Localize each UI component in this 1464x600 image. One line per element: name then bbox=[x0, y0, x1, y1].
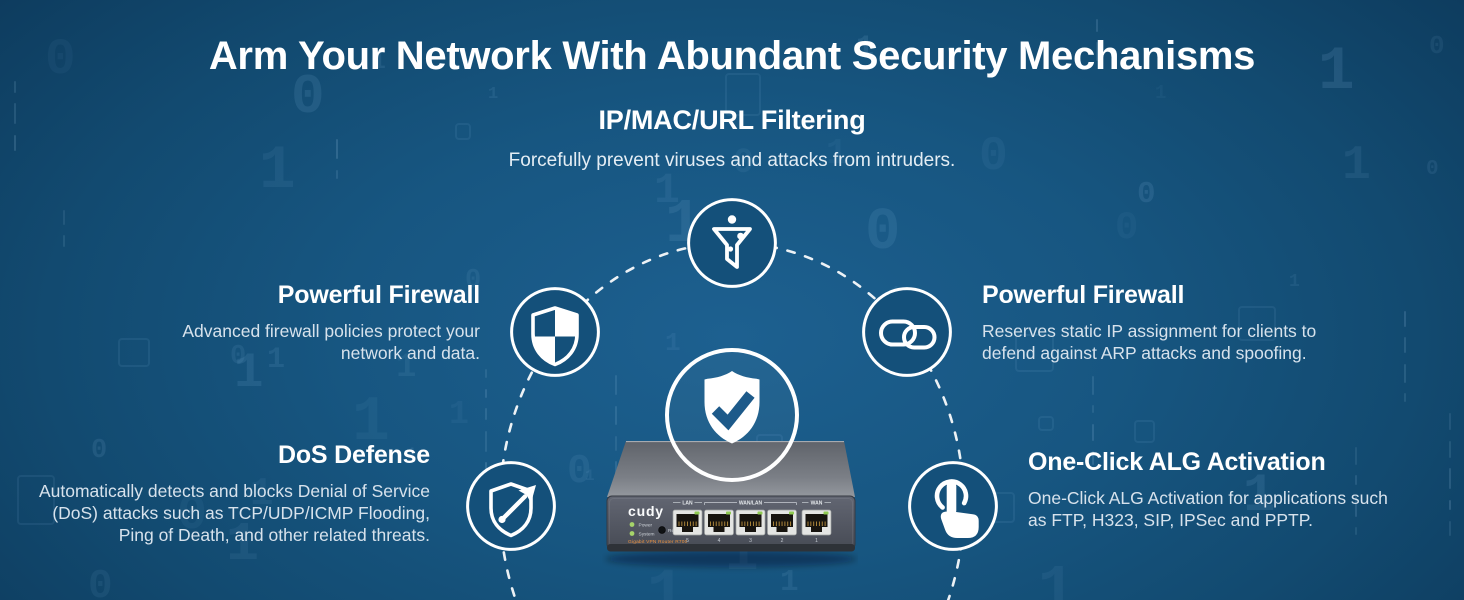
system-led-label: System bbox=[639, 532, 655, 538]
feature-filtering-description: Forcefully prevent viruses and attacks f… bbox=[508, 150, 956, 171]
port-number: 1 bbox=[815, 538, 818, 544]
reset-button bbox=[658, 526, 666, 534]
port-number: 4 bbox=[718, 538, 721, 544]
lan-label: LAN bbox=[682, 500, 693, 506]
feature-firewall-left-title: Powerful Firewall bbox=[277, 281, 480, 309]
one-click-tap-icon bbox=[907, 460, 999, 552]
feature-dos-defense: DoS Defense Automatically detects and bl… bbox=[30, 441, 430, 547]
port-group-labels: LAN WAN/LAN WAN bbox=[673, 500, 831, 506]
system-led bbox=[629, 531, 635, 536]
feature-alg-description: One-Click ALG Activation for application… bbox=[1028, 488, 1388, 531]
checker-shield-icon bbox=[509, 286, 601, 378]
feature-firewall-left-description: Advanced firewall policies protect your … bbox=[182, 321, 480, 364]
page-title: Arm Your Network With Abundant Security … bbox=[208, 34, 1256, 78]
feature-firewall-left: Powerful Firewall Advanced firewall poli… bbox=[178, 281, 480, 364]
port-numbers: 5 4 3 2 1 bbox=[686, 538, 818, 544]
shield-check-icon bbox=[663, 346, 801, 484]
wan-lan-label: WAN/LAN bbox=[739, 500, 763, 506]
port-number: 2 bbox=[781, 538, 784, 544]
feature-firewall-right-description: Reserves static IP assignment for client… bbox=[982, 321, 1317, 364]
product-shadow bbox=[605, 551, 857, 567]
power-led-label: Power bbox=[639, 523, 653, 529]
ethernet-ports bbox=[672, 509, 832, 536]
feature-alg-title: One-Click ALG Activation bbox=[1028, 448, 1326, 476]
feature-filtering: IP/MAC/URL Filtering Forcefully prevent … bbox=[0, 105, 1464, 173]
vpn-router-product: cudy Power System Reset Gigabit VPN Rout… bbox=[605, 441, 857, 567]
shield-arrow-icon bbox=[465, 460, 557, 552]
model-text: Gigabit VPN Router R700 bbox=[628, 539, 688, 545]
feature-filtering-title: IP/MAC/URL Filtering bbox=[598, 105, 866, 135]
chain-link-icon bbox=[861, 286, 953, 378]
feature-dos-description: Automatically detects and blocks Denial … bbox=[38, 481, 430, 546]
feature-alg: One-Click ALG Activation One-Click ALG A… bbox=[1028, 448, 1392, 531]
port-number: 3 bbox=[749, 538, 752, 544]
power-led bbox=[629, 522, 635, 527]
feature-firewall-right-title: Powerful Firewall bbox=[982, 281, 1185, 309]
feature-dos-title: DoS Defense bbox=[277, 441, 430, 469]
wan-label: WAN bbox=[811, 500, 823, 506]
port-number: 5 bbox=[686, 538, 689, 544]
product-top-surface bbox=[607, 441, 855, 497]
brand-logo: cudy bbox=[628, 503, 664, 519]
feature-firewall-right: Powerful Firewall Reserves static IP ass… bbox=[982, 281, 1374, 364]
funnel-filter-icon bbox=[686, 197, 778, 289]
